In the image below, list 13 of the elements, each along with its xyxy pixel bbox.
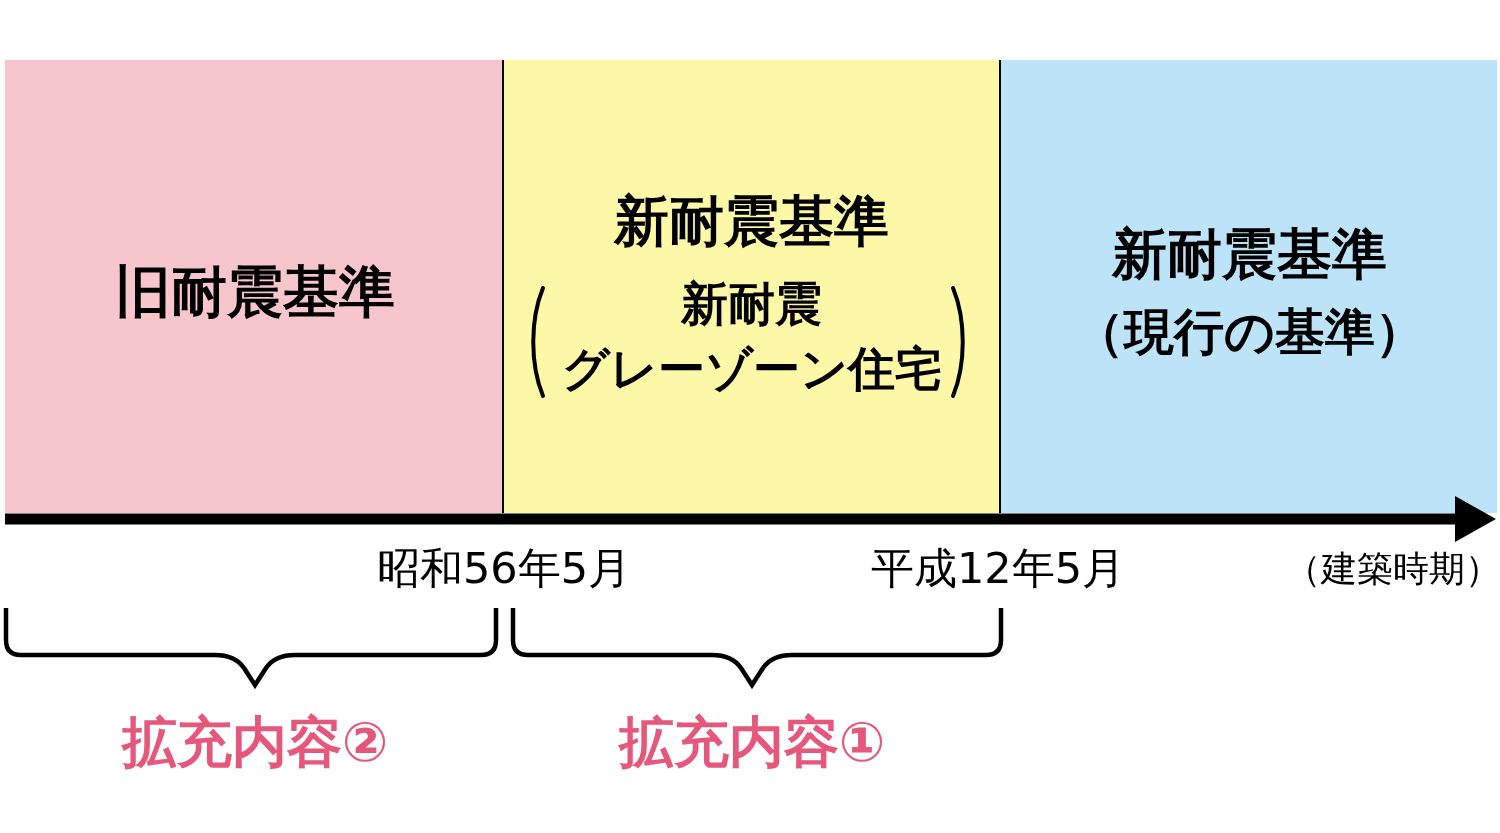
range-label: 拡充内容① xyxy=(618,711,886,775)
band-title: 新耐震基準 xyxy=(1111,223,1387,287)
date-label: 昭和56年5月 xyxy=(376,544,632,594)
band-subtitle: （現行の基準） xyxy=(1073,304,1425,362)
band-title: 新耐震基準 xyxy=(614,190,889,254)
period-band xyxy=(1001,60,1497,513)
band-title: 旧耐震基準 xyxy=(114,259,395,325)
period-band xyxy=(5,60,504,513)
band-subtitle: 新耐震グレーゾーン住宅 xyxy=(560,275,943,398)
range-label: 拡充内容② xyxy=(121,711,389,775)
period-band xyxy=(502,60,1001,513)
date-label: 平成12年5月 xyxy=(870,544,1126,594)
axis-label: （建築時期） xyxy=(1285,548,1500,590)
